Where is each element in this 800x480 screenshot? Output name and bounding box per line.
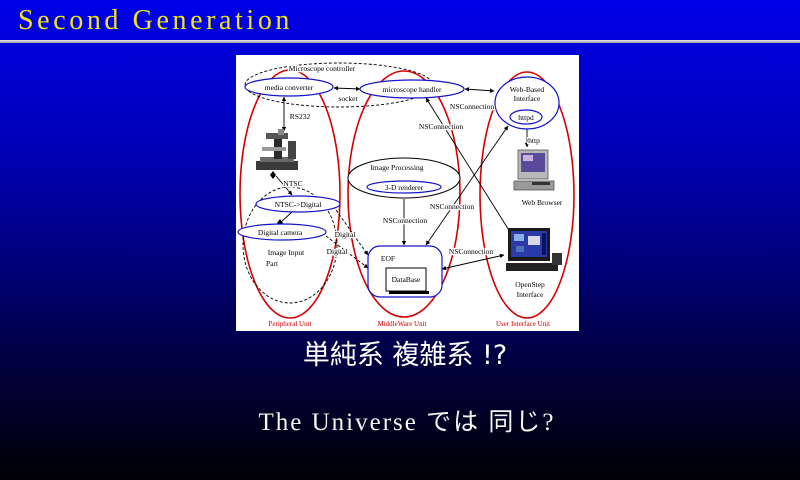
ntsc-arrow (275, 175, 293, 196)
microscope-handler-label: microscope handler (383, 85, 442, 94)
title-rule (0, 40, 800, 43)
socket-arrow (333, 85, 361, 92)
middleware-unit-label: MiddleWare Unit (377, 320, 426, 328)
microscope-icon (256, 129, 298, 170)
digital-arrow-2 (325, 235, 369, 269)
httpd-ellipse (509, 109, 543, 125)
rs232-label: RS232 (290, 112, 311, 121)
microscope-controller-label: Microscope controller (289, 64, 356, 73)
diagram-svg: Microscope controller media converter mi… (237, 62, 575, 328)
architecture-diagram: Microscope controller media converter mi… (236, 55, 579, 331)
ntsc-digital-ellipse (255, 195, 341, 213)
openstep-interface-label: Interface (517, 290, 544, 299)
user-interface-unit-label: User Interface Unit (496, 320, 550, 328)
digital-camera-ellipse (237, 223, 327, 241)
digital-label: Digital (335, 230, 356, 239)
web-browser-label: Web Browser (522, 198, 563, 207)
image-input-part-ellipse (242, 186, 338, 304)
httpd-label: httpd (518, 113, 534, 122)
renderer-ellipse (366, 180, 442, 194)
nsconnection-label: NSConnection (430, 202, 474, 211)
nsconnection-label: NSConnection (419, 122, 463, 131)
media-converter-ellipse (244, 77, 334, 97)
slide-caption-2: The Universe では 同じ? (258, 409, 556, 436)
web-interface-label: Interface (514, 94, 541, 103)
peripheral-unit-ellipse (239, 69, 341, 319)
ntsc-label: NTSC (283, 179, 302, 188)
slide-title: Second Generation (18, 5, 294, 36)
media-converter-label: media converter (265, 83, 314, 92)
junction-diamond-icon (270, 171, 276, 179)
database-label: DataBase (392, 275, 421, 284)
slide-caption-1: 単純系 複雑系 !? (302, 340, 508, 371)
microscope-handler-ellipse (359, 79, 465, 99)
renderer-label: 3-D renderer (385, 183, 424, 192)
handler-to-web-arrow (464, 87, 495, 93)
ntsc-digital-label: NTSC->Digital (275, 200, 322, 209)
socket-label: socket (338, 94, 358, 103)
image-input-label: Image Input (268, 248, 305, 257)
web-based-label: Web-Based (510, 85, 545, 94)
image-processing-label: Image Processing (370, 163, 423, 172)
openstep-label: OpenStep (515, 280, 545, 289)
peripheral-unit-label: Peripheral Unit (269, 320, 312, 328)
nsconnection-label: NSConnection (449, 247, 493, 256)
openstep-computer-icon (506, 228, 562, 271)
nsconnection-label: NSConnection (450, 102, 494, 111)
digital-arrow-1 (335, 209, 369, 256)
http-label: http (528, 136, 540, 145)
camera-link-line (280, 211, 293, 223)
digital-label: Digital (327, 247, 348, 256)
database-shadow (389, 291, 429, 294)
image-input-part-label: Part (266, 259, 279, 268)
web-browser-computer-icon (513, 149, 555, 191)
nsconnection-label: NSConnection (383, 216, 427, 225)
eof-to-httpd-arrow (425, 125, 509, 246)
eof-label: EOF (381, 254, 395, 263)
digital-camera-label: Digital camera (258, 228, 303, 237)
eof-to-openstep-arrow (441, 253, 505, 271)
